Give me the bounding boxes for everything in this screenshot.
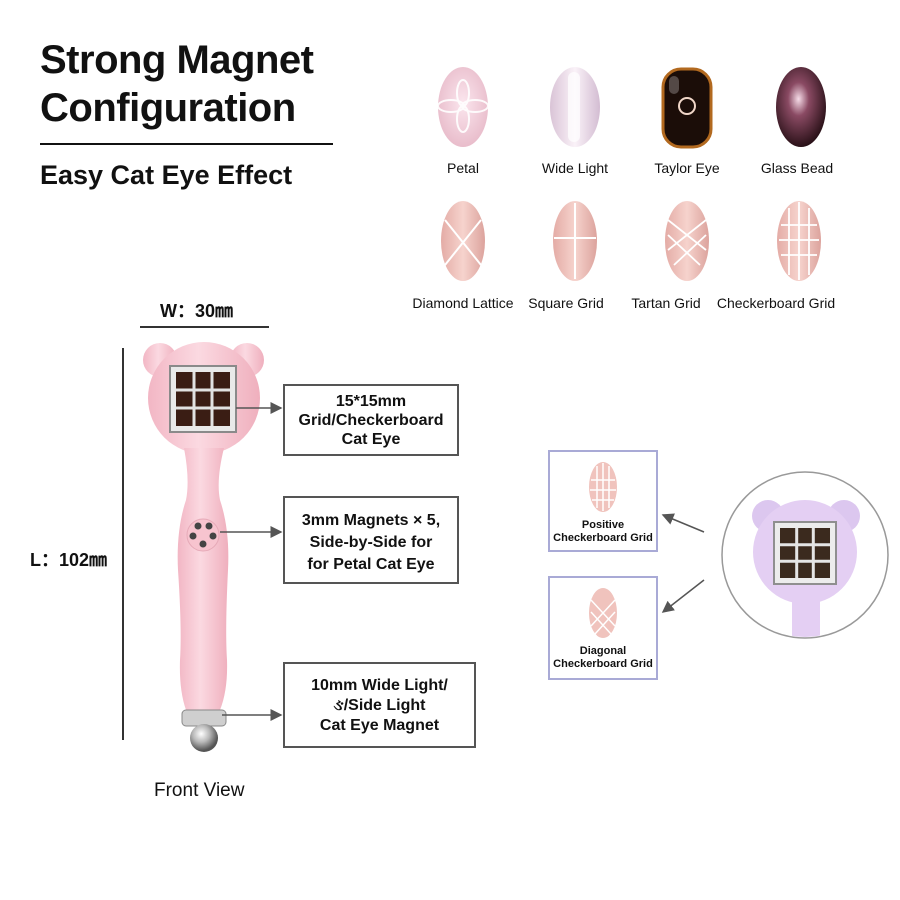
wide-light-magnet-ball <box>190 724 218 752</box>
example-positive-checkerboard: Positive Checkerboard Grid <box>548 450 658 552</box>
length-dimension-line <box>122 348 124 740</box>
title-divider <box>40 143 333 145</box>
title-line-1: Strong Magnet <box>40 38 314 82</box>
callout-wide-line-1: 10mm Wide Light/ <box>311 677 448 694</box>
diagonal-label-line-2: Checkerboard Grid <box>553 658 653 670</box>
effects-grid <box>437 67 826 281</box>
effect-label-taylor-eye: Taylor Eye <box>654 160 720 176</box>
nail-diamond-lattice <box>441 201 485 281</box>
width-dimension-line <box>140 326 269 328</box>
callout-wide-line-2: ઙ/Side Light <box>333 697 426 714</box>
magnet-tool-front-view <box>143 342 264 752</box>
nail-taylor-eye <box>661 67 713 149</box>
callout-magnets-line-1: 3mm Magnets × 5, <box>301 512 441 529</box>
example-diagonal-checkerboard: Diagonal Checkerboard Grid <box>548 576 658 680</box>
positive-checkerboard-nail-icon <box>589 462 617 512</box>
nail-tartan-grid <box>665 201 709 281</box>
magnet-head-closeup <box>721 471 889 639</box>
page-title: Strong Magnet Configuration <box>40 36 314 132</box>
diagonal-checkerboard-nail-icon <box>589 588 617 638</box>
nail-glass-bead <box>776 67 826 147</box>
effect-label-square-grid: Square Grid <box>528 295 604 311</box>
callout-grid-line-1: 15*15mm <box>335 393 407 410</box>
title-line-2: Configuration <box>40 86 296 130</box>
subtitle: Easy Cat Eye Effect <box>40 160 293 190</box>
small-magnets-icon <box>186 518 220 552</box>
callout-magnets-line-2: Side-by-Side for <box>309 534 433 551</box>
effect-label-wide-light: Wide Light <box>541 160 609 176</box>
callout-wide-line-3: Cat Eye Magnet <box>319 717 440 734</box>
nail-wide-light <box>550 67 600 147</box>
grid-magnet-icon <box>176 372 230 426</box>
callout-grid-magnet: 15*15mm Grid/Checkerboard Cat Eye <box>283 384 459 456</box>
nail-checkerboard-grid <box>777 201 821 281</box>
callout-small-magnets: 3mm Magnets × 5, Side-by-Side for for Pe… <box>283 496 459 584</box>
nail-square-grid <box>553 201 597 281</box>
positive-label-line-2: Checkerboard Grid <box>553 532 653 544</box>
positive-label-line-1: Positive <box>581 519 625 531</box>
width-label: W：30㎜ <box>160 301 234 321</box>
effect-label-diamond-lattice: Diamond Lattice <box>412 295 514 311</box>
effect-label-checkerboard-grid: Checkerboard Grid <box>716 295 836 311</box>
diagonal-label-line-1: Diagonal <box>579 645 627 657</box>
nail-petal <box>437 67 489 147</box>
length-label: L：102㎜ <box>30 550 108 570</box>
callout-grid-line-2: Grid/Checkerboard <box>298 412 444 429</box>
callout-grid-line-3: Cat Eye <box>341 431 401 448</box>
front-view-label: Front View <box>154 780 245 801</box>
effect-label-tartan-grid: Tartan Grid <box>631 295 701 311</box>
closeup-grid-magnet-icon <box>780 528 830 578</box>
effect-label-petal: Petal <box>447 160 479 176</box>
effect-label-glass-bead: Glass Bead <box>760 160 834 176</box>
callout-wide-light-magnet: 10mm Wide Light/ ઙ/Side Light Cat Eye Ma… <box>283 662 476 748</box>
callout-magnets-line-3: for Petal Cat Eye <box>307 556 435 573</box>
